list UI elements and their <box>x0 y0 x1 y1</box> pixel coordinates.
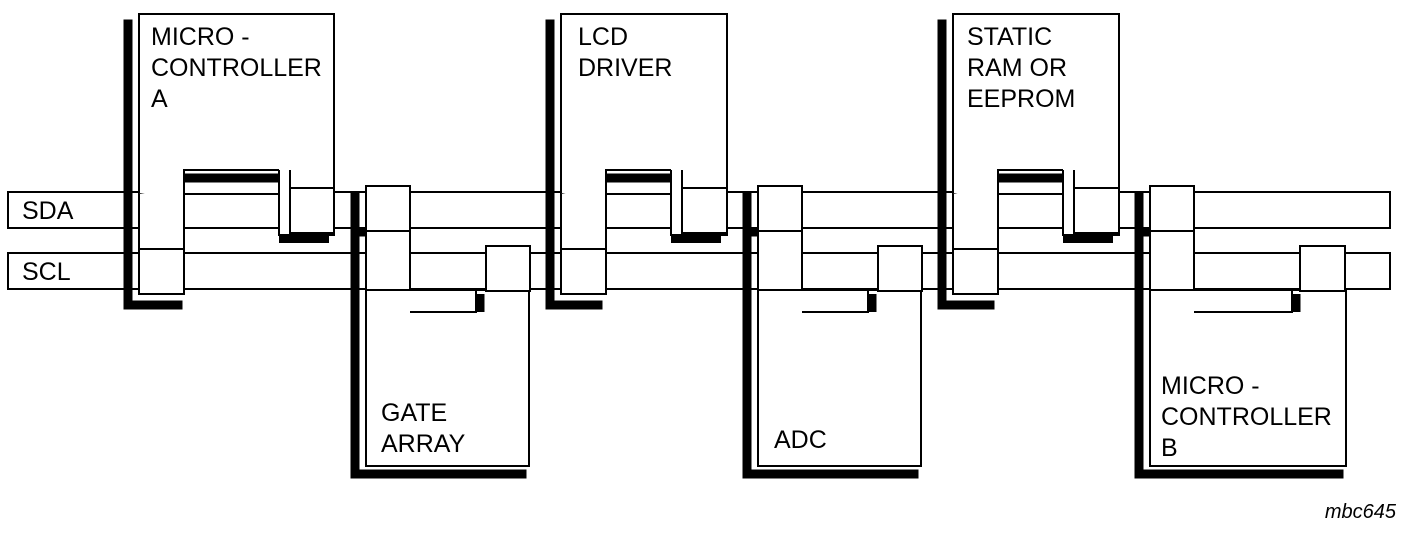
sda-label: SDA <box>22 197 74 225</box>
scl-label: SCL <box>22 258 71 286</box>
device-mcu-b <box>1134 185 1347 479</box>
gate-line-1: GATE <box>381 399 447 427</box>
label-lcd-driver: LCD DRIVER <box>578 23 672 82</box>
figure-reference: mbc645 <box>1325 501 1397 523</box>
label-static-ram: STATIC RAM OR EEPROM <box>967 23 1075 113</box>
device-adc <box>742 185 923 479</box>
ram-line-1: STATIC <box>967 23 1052 51</box>
lcd-line-2: DRIVER <box>578 54 672 82</box>
mcu-a-line-3: A <box>151 85 168 113</box>
label-mcu-b: MICRO - CONTROLLER B <box>1161 372 1332 462</box>
lcd-line-1: LCD <box>578 23 628 51</box>
label-adc: ADC <box>774 426 827 454</box>
mcu-a-line-2: CONTROLLER <box>151 54 322 82</box>
mcu-b-line-1: MICRO - <box>1161 372 1260 400</box>
device-lcd-driver <box>545 13 728 310</box>
mcu-b-line-2: CONTROLLER <box>1161 403 1332 431</box>
device-gate-array <box>350 185 531 479</box>
label-mcu-a: MICRO - CONTROLLER A <box>151 23 322 113</box>
ram-line-2: RAM OR <box>967 54 1067 82</box>
mcu-a-line-1: MICRO - <box>151 23 250 51</box>
adc-line-1: ADC <box>774 426 827 454</box>
mcu-b-line-3: B <box>1161 434 1178 462</box>
label-gate-array: GATE ARRAY <box>381 399 466 458</box>
ram-line-3: EEPROM <box>967 85 1075 113</box>
gate-line-2: ARRAY <box>381 430 466 458</box>
device-mcu-a <box>123 13 335 310</box>
device-static-ram <box>937 13 1120 310</box>
